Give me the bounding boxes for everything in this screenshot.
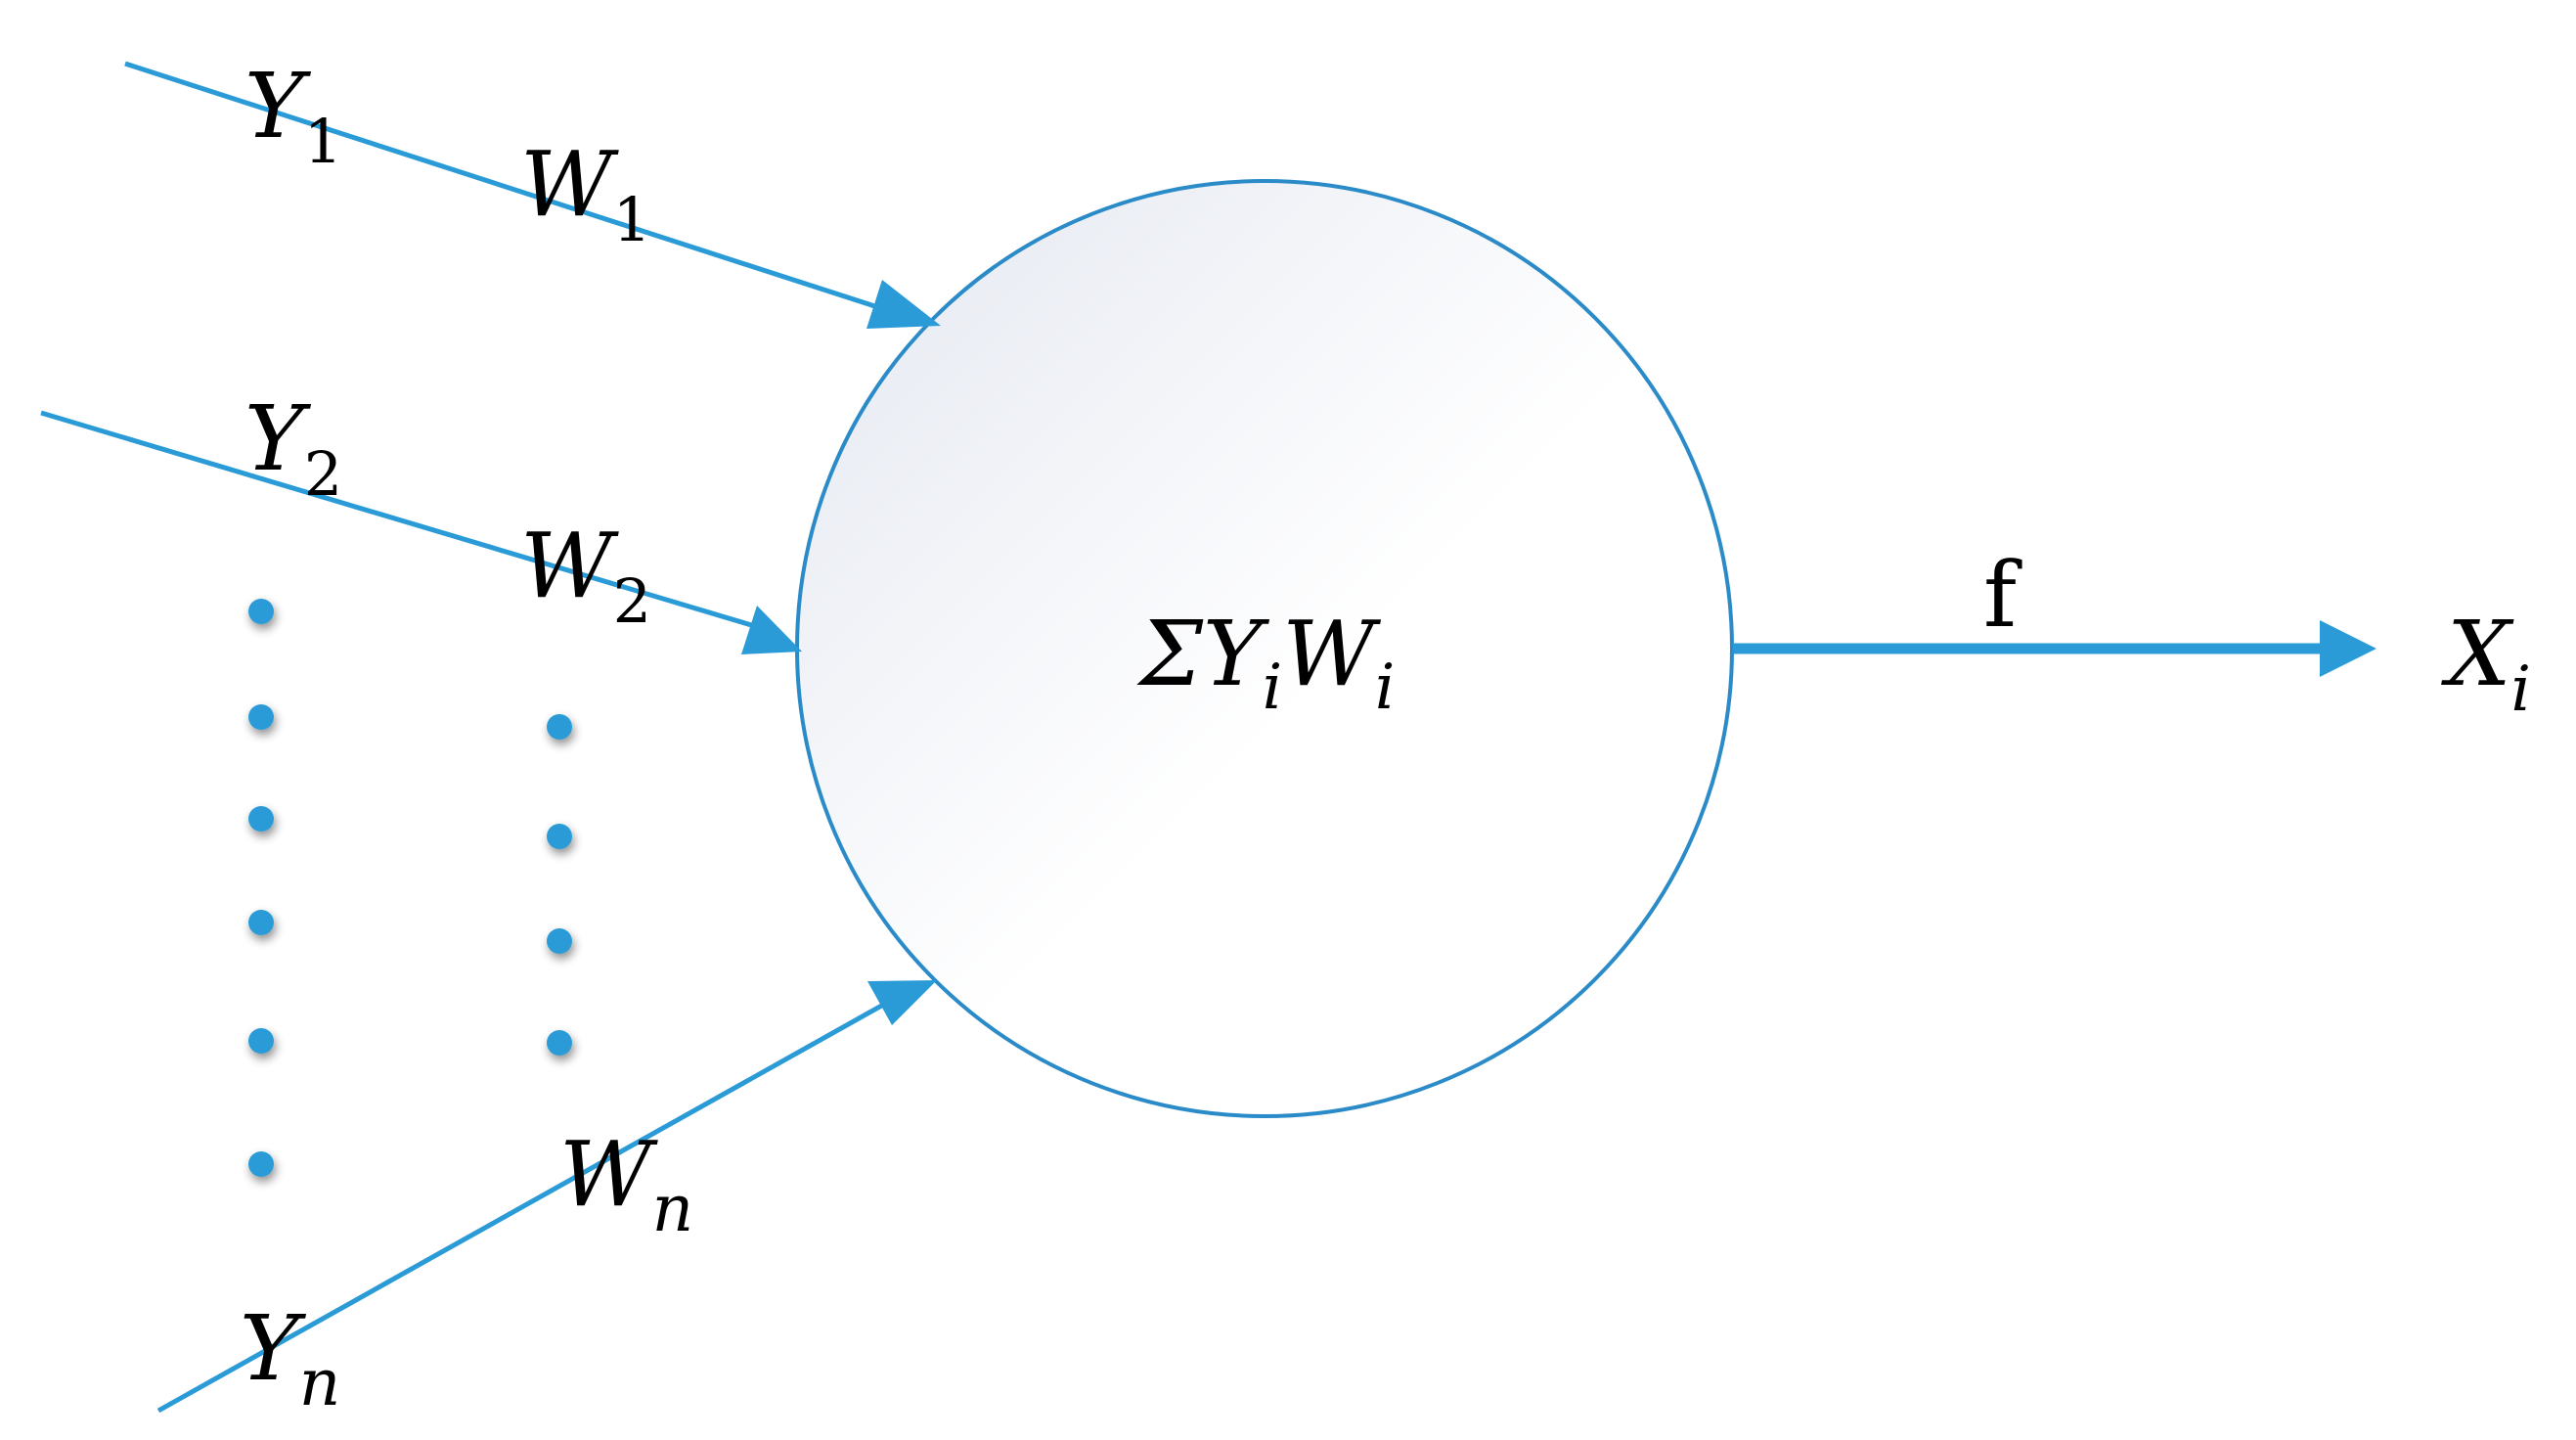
input-label-yn: Yn [240, 1296, 340, 1420]
input-arrow-1 [124, 61, 941, 329]
weight-label-w2: W2 [520, 514, 651, 637]
weight-label-wn: Wn [559, 1122, 693, 1246]
output-label-xi: Xi [2441, 602, 2531, 726]
arrowhead-1 [866, 280, 941, 329]
arrowhead-2 [741, 606, 802, 654]
activation-label: f [1983, 543, 2022, 648]
input-arrow-n [156, 980, 937, 1414]
arrowhead-n [867, 980, 937, 1025]
node-sum-expression: ΣYiWi [1136, 602, 1395, 724]
weight-label-w1: W1 [520, 132, 651, 255]
neuron-node [795, 179, 1734, 1118]
output-arrowhead [2320, 620, 2376, 677]
input-arrow-2 [40, 410, 802, 654]
input-label-y2: Y2 [244, 386, 342, 510]
weight-ellipsis-dots [547, 714, 572, 1056]
input-label-y1: Y1 [244, 54, 342, 177]
output-arrow [1733, 620, 2376, 677]
input-ellipsis-dots [248, 599, 274, 1177]
